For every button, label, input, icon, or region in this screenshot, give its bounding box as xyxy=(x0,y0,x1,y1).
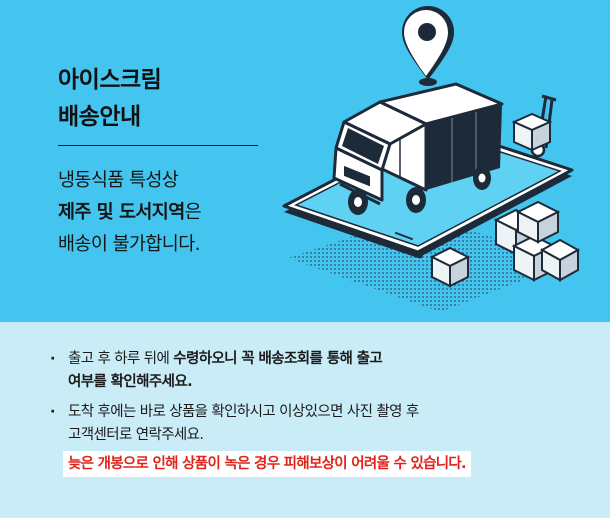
notice-banner: 아이스크림 배송안내 냉동식품 특성상 제주 및 도서지역은 배송이 불가합니다… xyxy=(0,0,610,322)
warning-message: 늦은 개봉으로 인해 상품이 녹은 경우 피해보상이 어려울 수 있습니다. xyxy=(63,451,471,477)
note-2-line-2: 고객센터로 연락주세요. xyxy=(68,427,204,443)
note-1-line-1: 출고 후 하루 뒤에 수령하오니 꼭 배송조회를 통해 출고 xyxy=(68,351,383,367)
note-item-inspection: · 도착 후에는 바로 상품을 확인하시고 이상있으면 사진 촬영 후 고객센터… xyxy=(50,401,590,447)
title-divider xyxy=(58,145,258,146)
note-1-line-2: 여부를 확인해주세요. xyxy=(68,374,193,390)
note-item-pickup: · 출고 후 하루 뒤에 수령하오니 꼭 배송조회를 통해 출고 여부를 확인해… xyxy=(50,348,590,394)
note-2-line-1: 도착 후에는 바로 상품을 확인하시고 이상있으면 사진 촬영 후 xyxy=(68,404,419,420)
halftone-shadow xyxy=(288,214,570,312)
title-line-2: 배송안내 xyxy=(58,104,141,130)
box-icon xyxy=(429,246,471,288)
desc-line-1: 냉동식품 특성상 xyxy=(58,170,179,191)
delivery-notes-section xyxy=(0,322,610,518)
desc-line-2-rest: 은 xyxy=(184,202,202,223)
bullet: · xyxy=(50,351,56,367)
delivery-notes: · 출고 후 하루 뒤에 수령하오니 꼭 배송조회를 통해 출고 여부를 확인해… xyxy=(50,348,590,477)
warning-wrapper: 늦은 개봉으로 인해 상품이 녹은 경우 피해보상이 어려울 수 있습니다. xyxy=(63,451,590,477)
map-pin-icon xyxy=(402,6,454,86)
delivery-truck-icon xyxy=(332,82,504,215)
shipping-restriction-text: 냉동식품 특성상 제주 및 도서지역은 배송이 불가합니다. xyxy=(58,165,202,261)
bullet: · xyxy=(50,404,56,420)
title-line-1: 아이스크림 xyxy=(58,67,162,93)
desc-line-3: 배송이 불가합니다. xyxy=(58,234,201,255)
box-icon xyxy=(511,112,553,152)
box-stack-icon xyxy=(493,200,581,282)
restricted-regions: 제주 및 도서지역 xyxy=(58,202,185,223)
delivery-illustration xyxy=(282,6,581,312)
page-title: 아이스크림 배송안내 xyxy=(58,62,162,136)
desc-line-2: 제주 및 도서지역은 xyxy=(58,197,202,229)
